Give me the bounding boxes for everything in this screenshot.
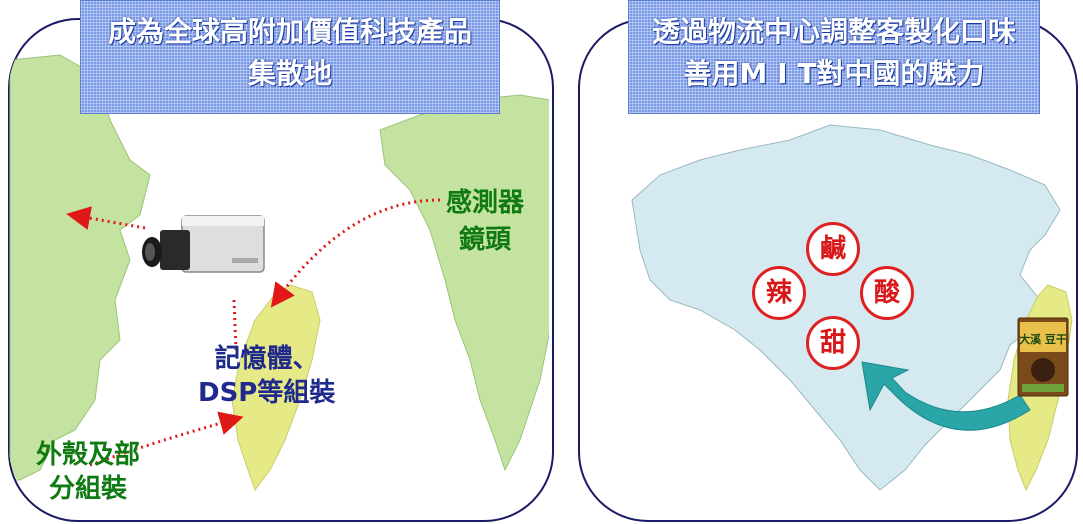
- curved-arrow: [861, 361, 1031, 431]
- camera-icon: [142, 215, 265, 273]
- right-title-banner: 透過物流中心調整客製化口味 善用M I T對中國的魅力: [628, 0, 1040, 114]
- sensor-lens-label: 感測器 鏡頭: [446, 182, 524, 256]
- housing-label: 外殼及部 分組裝: [36, 438, 140, 506]
- right-title-line1: 透過物流中心調整客製化口味: [651, 15, 1016, 48]
- housing-label-line1: 外殼及部: [36, 440, 141, 470]
- taste-sweet: 甜: [806, 316, 860, 370]
- sensor-label-line1: 感測器: [446, 188, 525, 218]
- sensor-label-line2: 鏡頭: [459, 225, 512, 255]
- product-package-icon: 大溪 豆干: [1017, 317, 1069, 397]
- assembly-label-line2: DSP等組裝: [198, 378, 336, 408]
- taste-spicy: 辣: [752, 266, 806, 320]
- taste-sour: 酸: [860, 266, 914, 320]
- product-text: 大溪 豆干: [1019, 332, 1067, 346]
- housing-label-line2: 分組裝: [49, 474, 128, 504]
- asia-map-shape: [631, 124, 1061, 491]
- assembly-label: 記憶體、 DSP等組裝: [198, 342, 335, 410]
- taiwan-shape: [231, 284, 321, 492]
- right-title-line2: 善用M I T對中國的魅力: [683, 57, 985, 90]
- asia-shape: [379, 94, 549, 472]
- arrow-taiwan-to-camera: [232, 299, 238, 351]
- left-title-line2: 集散地: [247, 57, 332, 90]
- taste-salty: 鹹: [806, 222, 860, 276]
- left-title-banner: 成為全球高附加價值科技產品 集散地: [80, 0, 500, 114]
- north-america-shape: [9, 54, 151, 481]
- assembly-label-line1: 記憶體、: [214, 344, 319, 374]
- arrow-sensor-to-taiwan: [270, 198, 441, 308]
- left-title-line1: 成為全球高附加價值科技產品: [107, 15, 472, 48]
